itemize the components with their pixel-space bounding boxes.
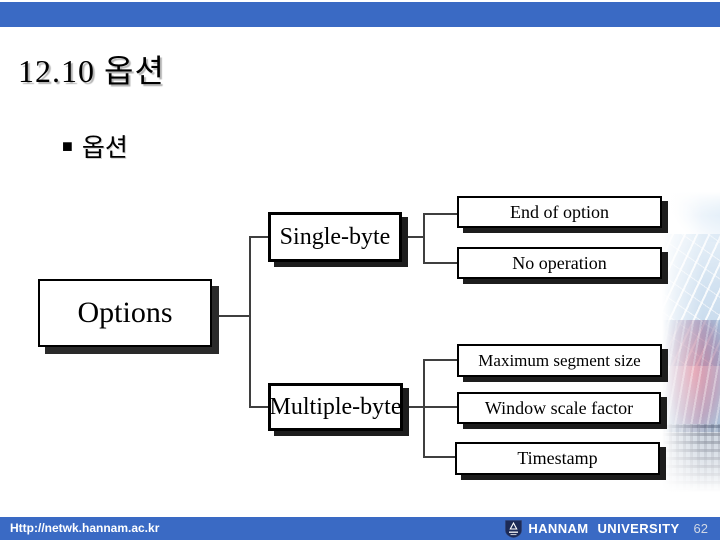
connector-multiple-branch-vertical [423, 359, 425, 458]
diagram-box-options: Options [38, 279, 212, 347]
footer-branding: HANNAM UNIVERSITY 62 [505, 517, 712, 540]
background-fade-overlay [662, 192, 720, 492]
connector-multiple-byte-out [400, 406, 424, 408]
diagram-box-end-of-option: End of option [457, 196, 662, 228]
connector-options-trunk [212, 315, 250, 317]
diagram-box-no-operation: No operation [457, 247, 662, 279]
page-title: 12.10 옵션 [18, 53, 165, 89]
connector-to-end-of-option [423, 213, 457, 215]
connector-to-no-operation [423, 262, 457, 264]
page-number: 62 [693, 521, 708, 536]
background-collage-image [662, 192, 720, 492]
connector-to-multiple-byte [249, 406, 268, 408]
footer-university-label: HANNAM UNIVERSITY [528, 521, 680, 536]
diagram-box-timestamp: Timestamp [455, 442, 660, 475]
diagram-box-window-scale-factor: Window scale factor [457, 392, 661, 424]
top-accent-bar [0, 2, 720, 27]
footer-url-link[interactable]: Http://netwk.hannam.ac.kr [10, 521, 160, 535]
diagram-box-maximum-segment-size: Maximum segment size [457, 344, 662, 377]
footer-bar: Http://netwk.hannam.ac.kr HANNAM UNIVERS… [0, 517, 720, 540]
bullet-square-icon: ■ [62, 136, 73, 156]
connector-single-branch-vertical [423, 213, 425, 264]
connector-to-maximum-segment-size [423, 359, 457, 361]
connector-single-byte-out [399, 236, 424, 238]
connector-to-window-scale-factor [423, 406, 457, 408]
connector-to-single-byte [249, 236, 268, 238]
bullet-item: ■ 옵션 [62, 128, 128, 164]
connector-to-timestamp [423, 456, 457, 458]
connector-trunk-vertical [249, 236, 251, 408]
diagram-box-multiple-byte: Multiple-byte [268, 383, 403, 431]
bullet-label: 옵션 [81, 135, 128, 162]
hannam-shield-icon [505, 519, 523, 538]
diagram-box-single-byte: Single-byte [268, 212, 402, 262]
